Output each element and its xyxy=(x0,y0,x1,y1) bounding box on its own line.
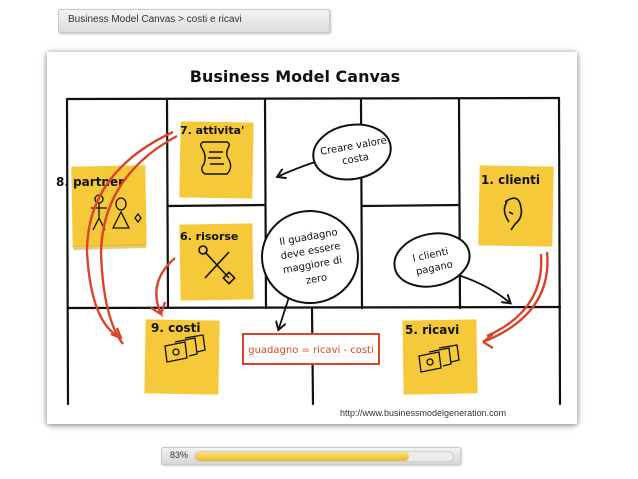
bubble-guadagno: Il guadagno deve essere maggiore di zero xyxy=(261,210,359,304)
money-icon xyxy=(418,344,460,373)
scroll-icon xyxy=(200,141,232,175)
risorse-to-costi-arrow xyxy=(150,257,176,317)
breadcrumb: Business Model Canvas > costi e ricavi xyxy=(58,9,330,33)
customer-face-icon xyxy=(503,197,523,231)
slide-title: Business Model Canvas xyxy=(190,67,400,86)
breadcrumb-text: Business Model Canvas > costi e ricavi xyxy=(68,14,242,25)
bubble-valore: Creare valore costa xyxy=(312,123,392,181)
sticky-risorse: 6. risorse xyxy=(179,223,254,301)
attivita-label: 7. attivita' xyxy=(180,124,244,137)
canvas-grid xyxy=(65,96,562,406)
people-icon xyxy=(91,194,142,231)
bubble-guadagno-line4: zero xyxy=(305,272,328,287)
ricavi-label: 5. ricavi xyxy=(405,323,459,337)
partner-to-costi-arrow xyxy=(85,130,174,340)
progress-label: 83% xyxy=(170,450,189,460)
business-model-canvas: Business Model Canvas 8. partner xyxy=(56,67,562,418)
black-arrows xyxy=(279,161,509,328)
slide: Business Model Canvas 8. partner xyxy=(47,52,577,424)
money-icon xyxy=(164,334,206,363)
red-arrows xyxy=(85,130,549,350)
tools-icon xyxy=(198,245,236,285)
sticky-ricavi: 5. ricavi xyxy=(402,319,478,395)
clienti-to-ricavi-arrow xyxy=(482,251,549,350)
progress-fill xyxy=(195,452,410,461)
clienti-label: 1. clienti xyxy=(481,173,540,187)
progress-bar: 83% xyxy=(161,447,461,465)
sticky-costi: 9. costi xyxy=(144,319,220,395)
sticky-attivita: 7. attivita' xyxy=(179,121,254,199)
partner-label: 8. partner xyxy=(56,175,124,189)
bubble-valore-line2: costa xyxy=(341,152,369,167)
costi-label: 9. costi xyxy=(151,321,200,335)
bubble-clienti: I clienti pagano xyxy=(393,232,471,288)
formula-box: guadagno = ricavi - costi xyxy=(242,333,380,365)
progress-track[interactable] xyxy=(194,451,454,462)
sticky-clienti: 1. clienti xyxy=(478,165,554,247)
formula-text: guadagno = ricavi - costi xyxy=(248,345,374,356)
risorse-label: 6. risorse xyxy=(180,230,238,243)
source-url[interactable]: http://www.businessmodelgeneration.com xyxy=(340,408,506,418)
